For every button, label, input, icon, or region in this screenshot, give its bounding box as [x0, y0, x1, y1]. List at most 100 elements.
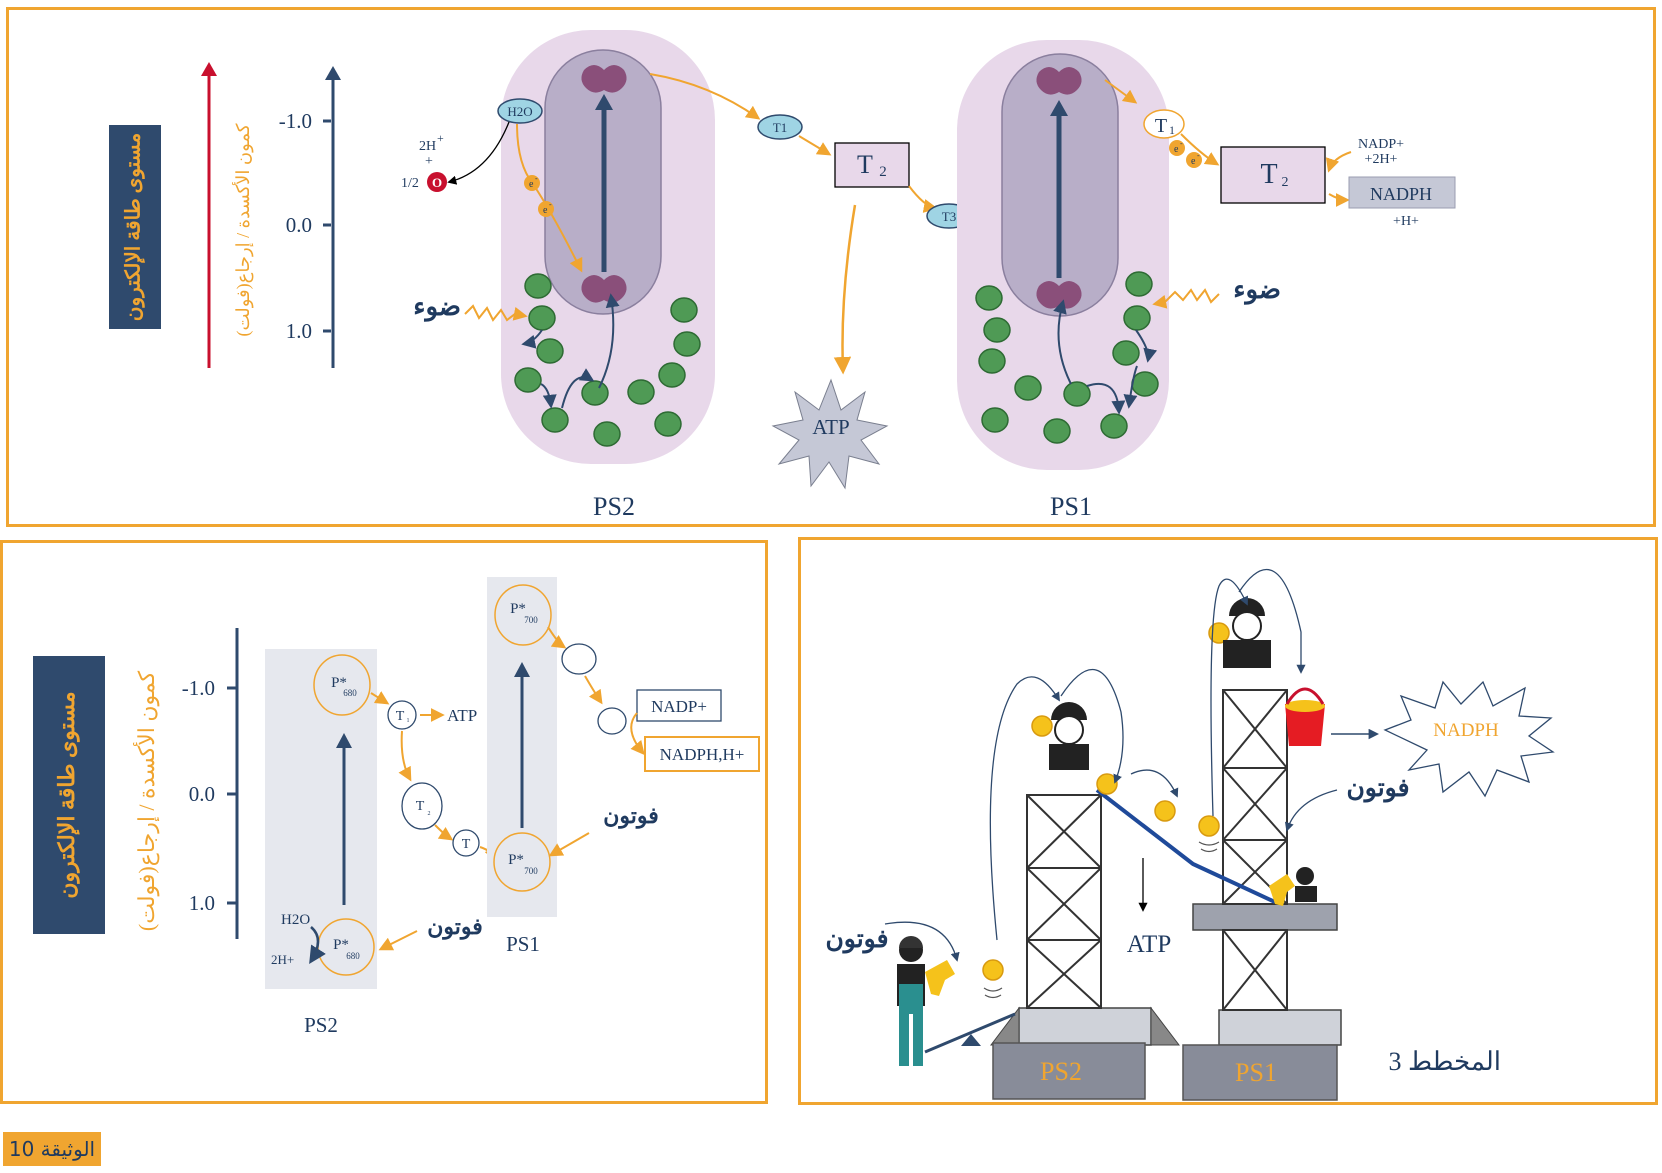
- acceptor-2: [597, 707, 627, 735]
- ps1-label: PS1: [1050, 492, 1092, 521]
- analogy-diagram: PS2 PS1 فوتون: [825, 569, 1555, 1101]
- svg-text:T1: T1: [773, 120, 787, 135]
- bucket-icon: [1285, 687, 1325, 746]
- ps2-base-label: PS2: [1040, 1057, 1082, 1086]
- ps1-base-label: PS1: [1235, 1058, 1277, 1087]
- energy-label-box: [33, 656, 105, 934]
- ps1-complex: [957, 40, 1169, 470]
- h2o-bubble: [497, 98, 543, 124]
- svg-text:NADP+: NADP+: [651, 697, 707, 716]
- svg-text:680: 680: [343, 688, 357, 698]
- tick-label: -1.0: [279, 109, 312, 133]
- svg-text:NADPH,H+: NADPH,H+: [660, 745, 745, 764]
- nadph-label: NADPH: [1433, 720, 1499, 741]
- worker-ps2-top: [1049, 702, 1089, 770]
- electron: [1169, 140, 1185, 156]
- carrier-t2-prime: [1220, 146, 1326, 204]
- energy-label: مستوى طاقة الإلكترون: [123, 133, 146, 321]
- svg-text:-: -: [1180, 139, 1183, 148]
- reaction-center-top: [581, 65, 627, 93]
- carrier-t1: [387, 700, 417, 730]
- ps2-column: [265, 649, 377, 989]
- two-h-plus-label: +2H+: [1365, 152, 1398, 167]
- nadph-box: [1348, 176, 1456, 209]
- svg-text:700: 700: [524, 615, 538, 625]
- oxygen-label: O: [432, 175, 442, 190]
- svg-text:T: T: [857, 150, 873, 179]
- svg-text:T: T: [416, 799, 425, 814]
- svg-text:1: 1: [407, 718, 410, 724]
- seesaw: [924, 1012, 1016, 1054]
- oxygen-icon: [427, 172, 447, 192]
- carrier-t2: [401, 782, 443, 830]
- ps1-tower: [1182, 689, 1342, 1101]
- ps1-pigments: [975, 271, 1159, 444]
- svg-text:-: -: [549, 200, 552, 209]
- ps2-complex: [501, 30, 715, 464]
- tick-label: -1.0: [182, 676, 215, 700]
- p700-ground: [493, 832, 551, 892]
- light-label-ps1: ضوء: [1233, 275, 1281, 305]
- svg-text:-: -: [535, 174, 538, 183]
- svg-text:e: e: [543, 205, 548, 216]
- photon-coins: [982, 622, 1230, 981]
- svg-text:-: -: [1197, 151, 1200, 160]
- document-label: الوثيقة 10: [3, 1132, 101, 1166]
- worker-ps1-mid: [1269, 867, 1317, 906]
- z-scheme-diagram: مستوى طاقة الإلكترون كمون الأكسدة / إرجا…: [33, 577, 760, 1037]
- photon-label: فوتون: [603, 803, 659, 829]
- svg-text:680: 680: [346, 951, 360, 961]
- top-panel: مستوى طاقة الإلكترون كمون الأكسدة / إرجا…: [6, 7, 1656, 527]
- potential-label: كمون الأكسدة / إرجاع(فولت): [132, 670, 160, 931]
- tick-label: 0.0: [286, 213, 312, 237]
- svg-text:e: e: [1191, 156, 1196, 167]
- svg-text:2: 2: [879, 164, 887, 180]
- svg-text:T: T: [1155, 115, 1167, 137]
- svg-text:T: T: [462, 837, 471, 852]
- electron: [524, 175, 540, 191]
- p700-excited: [494, 584, 552, 646]
- worker-bottom: [897, 936, 955, 1066]
- svg-text:T: T: [1260, 159, 1277, 190]
- carrier-t3: [452, 829, 480, 857]
- svg-text:700: 700: [524, 866, 538, 876]
- electron: [538, 201, 554, 217]
- atp-label: ATP: [812, 415, 849, 439]
- two-h-label: 2H: [419, 139, 436, 154]
- atp-label: ATP: [447, 706, 477, 725]
- bottom-right-panel: PS2 PS1 فوتون: [798, 537, 1658, 1105]
- carrier-t1-prime: [1143, 109, 1185, 139]
- svg-text:e: e: [529, 179, 534, 190]
- tick-label: 0.0: [189, 782, 215, 806]
- top-diagram: مستوى طاقة الإلكترون كمون الأكسدة / إرجا…: [109, 30, 1456, 521]
- photon-label: فوتون: [427, 914, 483, 940]
- photon-label-top: فوتون: [1346, 775, 1409, 803]
- ps1-label: PS1: [506, 932, 540, 956]
- svg-text:+: +: [425, 154, 433, 169]
- svg-text:e: e: [1174, 144, 1179, 155]
- svg-text:T3: T3: [942, 209, 956, 224]
- carrier-t1: [757, 114, 803, 140]
- ps2-tower: [989, 794, 1181, 1100]
- svg-text:NADPH: NADPH: [1370, 184, 1432, 204]
- svg-text:P*: P*: [510, 601, 526, 617]
- bottom-left-panel: مستوى طاقة الإلكترون كمون الأكسدة / إرجا…: [0, 540, 768, 1166]
- ps2-label: PS2: [304, 1013, 338, 1037]
- svg-text:P*: P*: [508, 852, 524, 868]
- worker-ps1-top: [1223, 598, 1271, 668]
- svg-text:+: +: [437, 131, 444, 145]
- ps2-label: PS2: [593, 492, 635, 521]
- reaction-center-bottom: [1036, 281, 1082, 309]
- svg-text:P*: P*: [333, 937, 349, 953]
- energy-label: مستوى طاقة الإلكترون: [54, 691, 81, 898]
- potential-label: كمون الأكسدة / إرجاع(فولت): [231, 123, 254, 336]
- tick-label: 1.0: [189, 891, 215, 915]
- carrier-t2: [834, 142, 910, 188]
- h2o-label: H2O: [281, 912, 310, 928]
- nadph-box: [644, 736, 760, 772]
- electron: [1186, 152, 1202, 168]
- reaction-center-top: [1036, 67, 1082, 95]
- photon-label-bottom: فوتون: [825, 926, 888, 954]
- atp-label: ATP: [1127, 931, 1171, 958]
- nadp-box: [636, 689, 722, 722]
